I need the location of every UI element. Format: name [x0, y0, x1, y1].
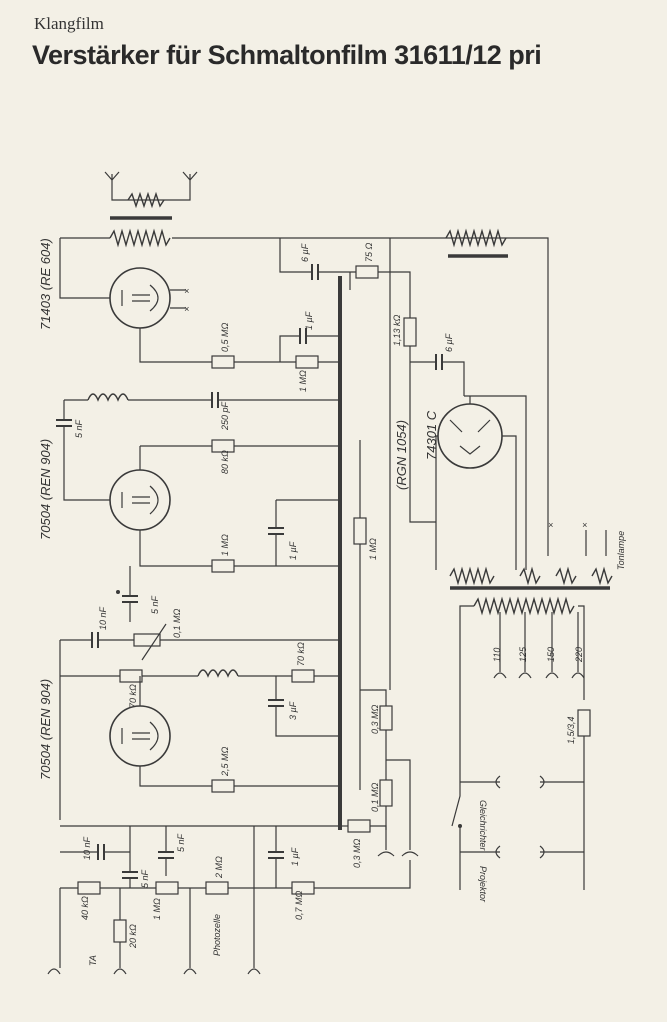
fuse-label: 1,5/3,4: [566, 716, 576, 744]
photocell-label: Photozelle: [212, 914, 222, 956]
input-tube: [109, 676, 171, 767]
rectifier-outlet-label: Gleichrichter: [478, 800, 488, 852]
r-07m-label: 0,7 MΩ: [294, 890, 304, 920]
tap-220: 220: [574, 647, 584, 663]
c-10nf-b-label: 10 nF: [82, 836, 92, 860]
c-5nf-b-label: 5 nF: [150, 595, 160, 614]
page-title: Verstärker für Schmaltonfilm 31611/12 pr…: [32, 40, 542, 70]
ta-label: TA: [88, 955, 98, 966]
tap-125: 125: [518, 646, 528, 662]
r-40k-label: 40 kΩ: [80, 896, 90, 920]
r-01m-label: 0,1 MΩ: [370, 782, 380, 812]
svg-text:×: ×: [184, 286, 189, 296]
c-5nf-a-label: 5 nF: [74, 419, 84, 438]
brand-label: Klangfilm: [34, 14, 104, 33]
r-113k-label: 1,13 kΩ: [392, 314, 402, 346]
r-2m-label: 2 MΩ: [214, 856, 224, 879]
c-6uf-label: 6 µF: [300, 243, 310, 262]
c-1uf-b-label: 1 µF: [288, 541, 298, 560]
c-10nf-label: 10 nF: [98, 606, 108, 630]
middle-tube-label: 70504 (REN 904): [38, 439, 53, 540]
r-70k-b-label: 70 kΩ: [296, 642, 306, 666]
input-transformer: [104, 171, 198, 248]
c-250pf-label: 250 pF: [220, 401, 230, 431]
r-70k-a-label: 70 kΩ: [128, 684, 138, 708]
regulator-label: (RGN 1054): [394, 420, 409, 490]
r-20k-label: 20 kΩ: [128, 924, 138, 949]
tap-110: 110: [492, 648, 502, 662]
r-03m-a-label: 0,3 MΩ: [370, 704, 380, 734]
r-05m-label: 0,5 MΩ: [220, 322, 230, 352]
svg-text:×: ×: [548, 520, 553, 530]
r-1m-c-label: 1 MΩ: [368, 538, 378, 560]
r-03m-b-label: 0,3 MΩ: [352, 838, 362, 868]
rectifier-tube: [435, 395, 527, 570]
svg-text:×: ×: [184, 304, 189, 314]
c-5nf-d-label: 5 nF: [176, 833, 186, 852]
r-25m-label: 2,5 MΩ: [220, 746, 230, 777]
r-80k-label: 80 kΩ: [220, 450, 230, 474]
svg-text:×: ×: [582, 520, 587, 530]
rectifier-tube-label: 74301 C: [424, 410, 439, 460]
r-1m-d-label: 1 MΩ: [152, 898, 162, 920]
r-01m-pot-label: 0,1 MΩ: [172, 608, 182, 638]
input-tube-label: 70504 (REN 904): [38, 679, 53, 780]
projector-outlet-label: Projektor: [478, 866, 488, 903]
r-75-label: 75 Ω: [364, 242, 374, 262]
tap-150: 150: [546, 647, 556, 662]
output-tube: × ×: [109, 267, 189, 329]
output-tube-label: 71403 (RE 604): [38, 238, 53, 330]
c-1uf-c-label: 1 µF: [290, 847, 300, 866]
sound-lamp-label: Tonlampe: [616, 531, 626, 570]
c-3uf-label: 3 µF: [288, 701, 298, 720]
middle-tube: [109, 446, 171, 531]
r-1m-a-label: 1 MΩ: [298, 370, 308, 392]
c-1uf-a-label: 1 µF: [304, 311, 314, 330]
c-6uf-b-label: 6 µF: [444, 333, 454, 352]
r-1m-b-label: 1 MΩ: [220, 534, 230, 556]
c-5nf-c-label: 5 nF: [140, 869, 150, 888]
